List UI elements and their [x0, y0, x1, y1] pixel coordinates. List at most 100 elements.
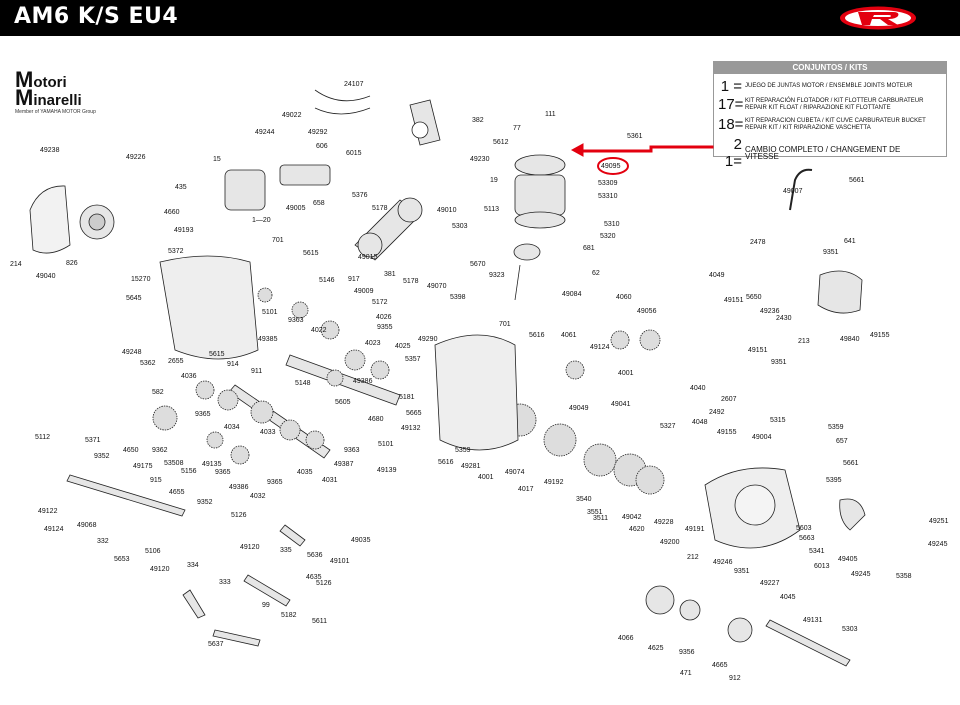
- part-number-label: 5372: [168, 248, 184, 255]
- gear: [610, 330, 630, 350]
- part-number-label: 5126: [316, 580, 332, 587]
- part-number-label: 5665: [406, 410, 422, 417]
- gear: [583, 443, 617, 477]
- part-number-label: 382: [472, 117, 484, 124]
- oil-pump: [817, 270, 863, 314]
- intake-manifold: [279, 164, 331, 186]
- part-number-label: 5663: [799, 535, 815, 542]
- part-number-label: 49292: [308, 129, 328, 136]
- part-number-label: 49095: [601, 163, 621, 170]
- part-number-label: 49245: [928, 541, 948, 548]
- part-number-label: 4001: [478, 474, 494, 481]
- part-number-label: 5178: [372, 205, 388, 212]
- part-number-label: 5615: [303, 250, 319, 257]
- part-number-label: 5156: [181, 468, 197, 475]
- part-number-label: 1—20: [252, 217, 271, 224]
- part-number-label: 5112: [35, 434, 50, 441]
- part-number-label: 4022: [311, 327, 327, 334]
- part-number-label: 5341: [809, 548, 825, 555]
- part-number-label: 49004: [752, 434, 772, 441]
- part-number-label: 5395: [826, 477, 842, 484]
- part-number-label: 99: [262, 602, 270, 609]
- part-number-label: 914: [227, 361, 239, 368]
- gear: [565, 360, 585, 380]
- part-number-label: 826: [66, 260, 78, 267]
- part-number-label: 49386: [353, 378, 373, 385]
- part-number-label: 4026: [376, 314, 392, 321]
- part-number-label: 49007: [783, 188, 803, 195]
- starter-cable: [839, 498, 866, 531]
- part-number-label: 77: [513, 125, 521, 132]
- part-number-label: 49005: [286, 205, 306, 212]
- gear: [326, 369, 344, 387]
- part-number-label: 9365: [195, 411, 211, 418]
- part-number-label: 5645: [126, 295, 142, 302]
- part-number-label: 49193: [174, 227, 194, 234]
- part-number-label: 49009: [354, 288, 374, 295]
- part-number-label: 606: [316, 143, 328, 150]
- part-number-label: 5101: [262, 309, 278, 316]
- part-number-label: 49074: [505, 469, 525, 476]
- oil-pipe: [789, 168, 813, 211]
- highlight-ring: [597, 157, 629, 175]
- part-number-label: 49056: [637, 308, 657, 315]
- part-number-label: 701: [272, 237, 284, 244]
- part-number-label: 4650: [123, 447, 139, 454]
- part-number-label: 5310: [604, 221, 620, 228]
- shift-drum: [243, 574, 291, 607]
- kit-row: 1 =JUEGO DE JUNTAS MOTOR / ENSEMBLE JOIN…: [720, 78, 913, 95]
- part-number-label: 49122: [38, 508, 58, 515]
- gear: [543, 423, 577, 457]
- part-number-label: 4066: [618, 635, 634, 642]
- cylinder: [514, 174, 566, 216]
- part-number-label: 5126: [231, 512, 247, 519]
- part-number-label: 5636: [307, 552, 323, 559]
- part-number-label: 49040: [36, 273, 56, 280]
- part-number-label: 49070: [427, 283, 447, 290]
- part-number-label: 15270: [131, 276, 151, 283]
- part-number-label: 5320: [600, 233, 616, 240]
- part-number-label: 5106: [145, 548, 161, 555]
- part-number-label: 4049: [709, 272, 725, 279]
- part-number-label: 917: [348, 276, 360, 283]
- part-number-label: 49155: [717, 429, 737, 436]
- part-number-label: 49281: [461, 463, 481, 470]
- part-number-label: 214: [10, 261, 22, 268]
- part-number-label: 5603: [796, 525, 812, 532]
- part-number-label: 9363: [288, 317, 304, 324]
- part-number-label: 657: [836, 438, 848, 445]
- part-number-label: 5178: [403, 278, 419, 285]
- part-number-label: 49010: [437, 207, 457, 214]
- hose: [314, 89, 371, 102]
- part-number-label: 49228: [654, 519, 674, 526]
- part-number-label: 9356: [679, 649, 695, 656]
- part-number-label: 915: [150, 477, 162, 484]
- part-number-label: 49244: [255, 129, 275, 136]
- gear: [305, 430, 325, 450]
- part-number-label: 4031: [322, 477, 338, 484]
- part-number-label: 333: [219, 579, 231, 586]
- cylinder-head: [514, 154, 566, 176]
- part-number-label: 49191: [685, 526, 705, 533]
- part-number-label: 5670: [470, 261, 486, 268]
- part-number-label: 4035: [297, 469, 313, 476]
- part-number-label: 15: [213, 156, 221, 163]
- part-number-label: 332: [97, 538, 109, 545]
- gear: [279, 419, 301, 441]
- title-bar: AM6 K/S EU4: [0, 0, 960, 36]
- part-number-label: 5357: [405, 356, 421, 363]
- part-number-label: 2478: [750, 239, 766, 246]
- part-number-label: 334: [187, 562, 199, 569]
- part-number-label: 49245: [851, 571, 871, 578]
- highlight-arrow: [570, 143, 714, 157]
- part-number-label: 3551: [587, 509, 603, 516]
- gear: [635, 465, 665, 495]
- part-number-label: 701: [499, 321, 511, 328]
- part-number-label: 49139: [377, 467, 397, 474]
- part-number-label: 5303: [842, 626, 858, 633]
- part-number-label: 53310: [598, 193, 618, 200]
- right-crankcase: [434, 334, 519, 451]
- part-number-label: 49248: [122, 349, 142, 356]
- part-number-label: 5653: [114, 556, 130, 563]
- kit-row: 2 1=CAMBIO COMPLETO / CHANGEMENT DE VITE…: [724, 136, 901, 170]
